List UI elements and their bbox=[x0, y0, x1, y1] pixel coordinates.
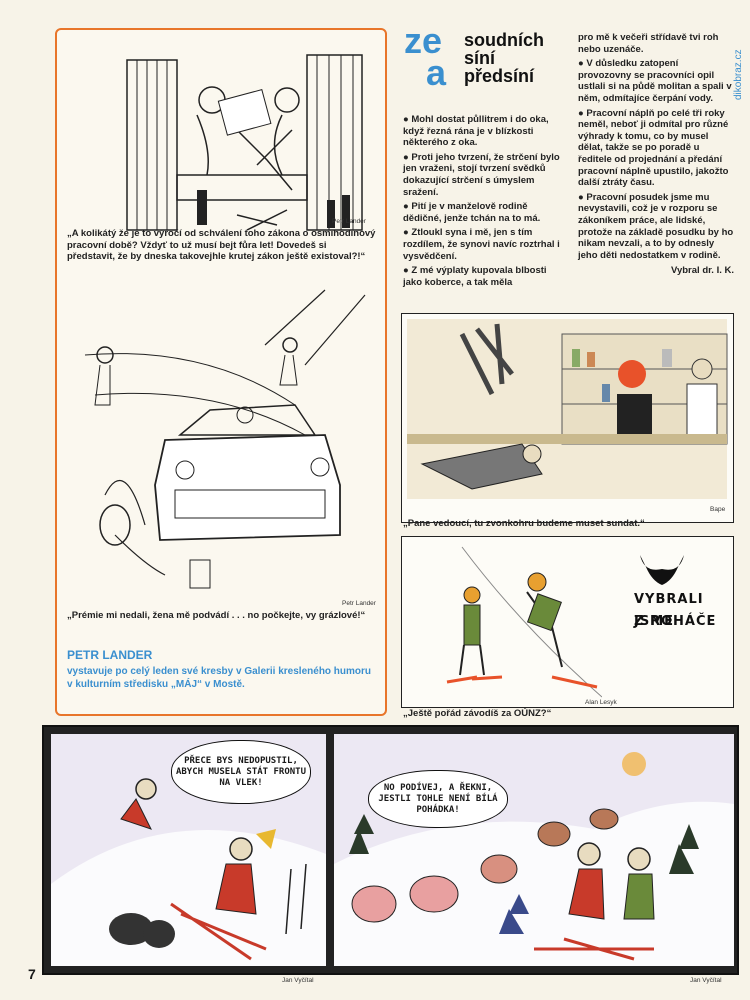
cartoon-bape-shop: Bape bbox=[401, 313, 734, 523]
lander-panel: Petr Lander „A kolikátý že je to výročí … bbox=[55, 28, 387, 716]
court-item: ● Z mé výplaty kupovala blbosti jako kob… bbox=[403, 265, 547, 288]
exhibit-title: PETR LANDER bbox=[67, 648, 153, 662]
header-line2: síní bbox=[464, 48, 496, 68]
strip-credit-2: Jan Vyčítal bbox=[690, 977, 722, 984]
shop-drawing bbox=[407, 319, 728, 499]
rohac-line1: VYBRALI JSME bbox=[634, 592, 704, 629]
cartoon4-credit: Alan Lesyk bbox=[585, 699, 617, 706]
court-item: ● Pracovní náplň po celé tři roky neměl,… bbox=[578, 107, 729, 189]
cartoon2-caption: „Prémie mi nedali, žena mě podvádí . . .… bbox=[67, 610, 366, 621]
cartoon-lesyk-ski: VYBRALI JSME Z ROHÁČE Alan Lesyk bbox=[401, 536, 734, 708]
court-column-right: pro mě k večeři střídavě tvi roh nebo uz… bbox=[578, 32, 734, 280]
court-item: ● Ztloukl syna i mě, jen s tím rozdílem,… bbox=[403, 227, 560, 262]
cartoon1-caption: „A kolikátý že je to výročí od schválení… bbox=[67, 228, 376, 262]
header-line3: předsíní bbox=[464, 66, 535, 86]
rohac-beetle-icon bbox=[640, 555, 684, 585]
strip-panel-2: NO PODÍVEJ, A ŘEKNI, JESTLI TOHLE NENÍ B… bbox=[333, 733, 735, 967]
cartoon4-caption: „Ještě pořád závodíš za OÚNZ?“ bbox=[403, 708, 552, 719]
speech-bubble-2: NO PODÍVEJ, A ŘEKNI, JESTLI TOHLE NENÍ B… bbox=[368, 770, 508, 828]
court-item: ● V důsledku zatopení provozovny se prac… bbox=[578, 58, 732, 104]
court-item: ● Pracovní posudek jsme mu nevystavili, … bbox=[578, 191, 734, 261]
comic-strip: PŘECE BYS NEDOPUSTIL, ABYCH MUSELA STÁT … bbox=[42, 725, 739, 975]
column-signature: Vybral dr. I. K. bbox=[670, 265, 734, 277]
cartoon1-credit: Petr Lander bbox=[332, 218, 366, 225]
page-number: 7 bbox=[28, 966, 36, 982]
speech-bubble-1: PŘECE BYS NEDOPUSTIL, ABYCH MUSELA STÁT … bbox=[171, 740, 311, 804]
header-a: a bbox=[426, 52, 447, 93]
court-item: ● Mohl dostat půllitrem i do oka, když ř… bbox=[403, 114, 549, 149]
strip-panel-1-drawing bbox=[51, 778, 326, 966]
cartoon3-credit: Bape bbox=[710, 506, 726, 513]
cartoon2-credit: Petr Lander bbox=[342, 600, 376, 607]
header-ze: ze bbox=[404, 20, 443, 61]
site-watermark: dikobraz.cz bbox=[733, 49, 744, 100]
court-continued: pro mě k večeři střídavě tvi roh nebo uz… bbox=[578, 32, 719, 55]
court-column-left: ● Mohl dostat půllitrem i do oka, když ř… bbox=[403, 114, 565, 291]
strip-panel-1: PŘECE BYS NEDOPUSTIL, ABYCH MUSELA STÁT … bbox=[50, 733, 327, 967]
exhibit-text: vystavuje po celý leden své kresby v Gal… bbox=[67, 666, 372, 690]
strip-credit-1: Jan Vyčítal bbox=[282, 977, 314, 984]
rohac-line2: Z ROHÁČE bbox=[634, 614, 717, 629]
cartoon3-caption: „Pane vedoucí, tu zvonkohru budeme muset… bbox=[403, 518, 645, 529]
cartoon-lander-bench bbox=[126, 54, 363, 231]
ski-drawing bbox=[446, 546, 602, 698]
strip-panel-2-drawing bbox=[334, 752, 734, 966]
header-line1: soudních bbox=[464, 30, 544, 50]
court-item: ● Pití je v manželově rodině dědičné, je… bbox=[403, 201, 541, 224]
cartoon-lander-car bbox=[84, 289, 366, 589]
court-item: ● Proti jeho tvrzení, že strčení bylo je… bbox=[403, 151, 560, 198]
